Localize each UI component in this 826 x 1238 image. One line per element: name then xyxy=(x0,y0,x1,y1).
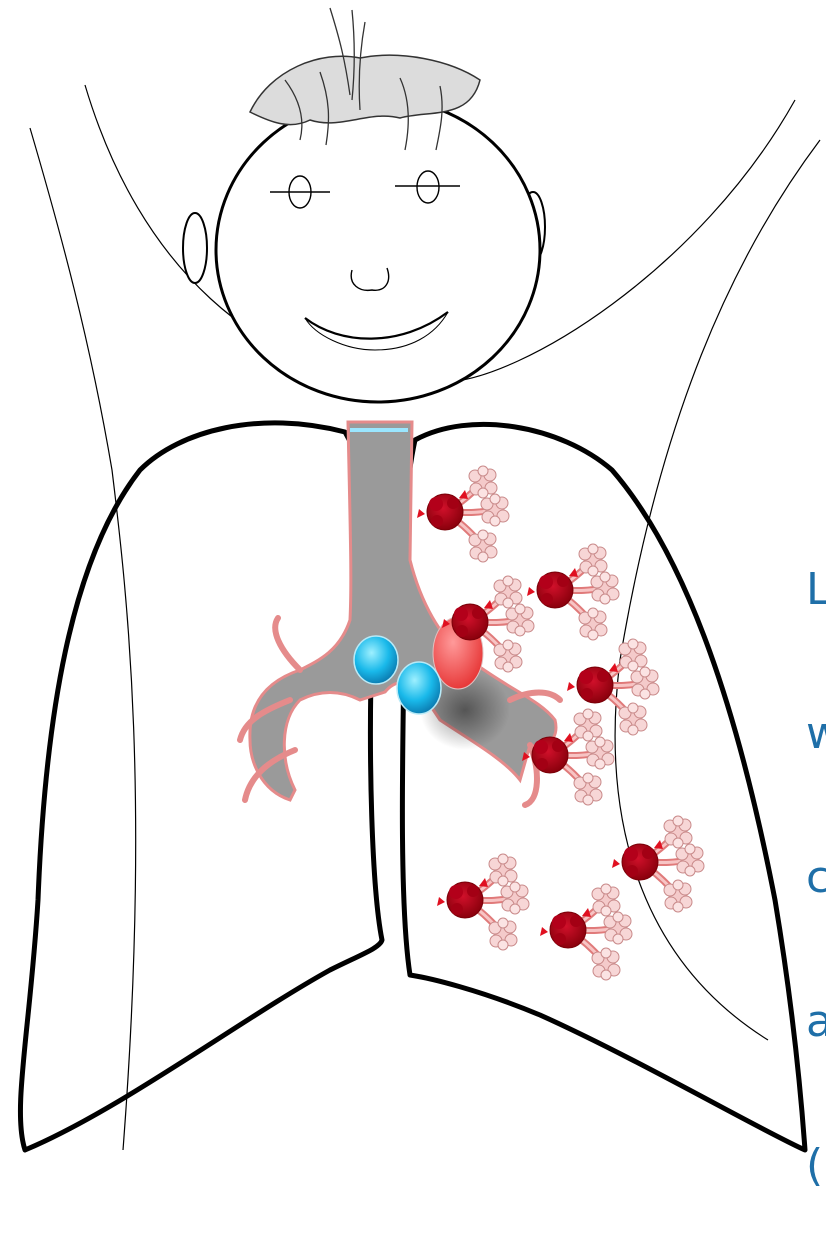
lungs-icon xyxy=(20,423,805,1150)
diagram-canvas xyxy=(0,0,826,1161)
caption-line: L xyxy=(806,566,826,614)
caption-line: a xyxy=(806,998,826,1046)
caption-line: c xyxy=(806,854,826,902)
child-figure-icon xyxy=(183,8,545,402)
caption-line: ( xyxy=(806,1142,826,1190)
caption-line: w xyxy=(806,710,826,758)
caption-text: L w c a ( xyxy=(806,470,826,1238)
